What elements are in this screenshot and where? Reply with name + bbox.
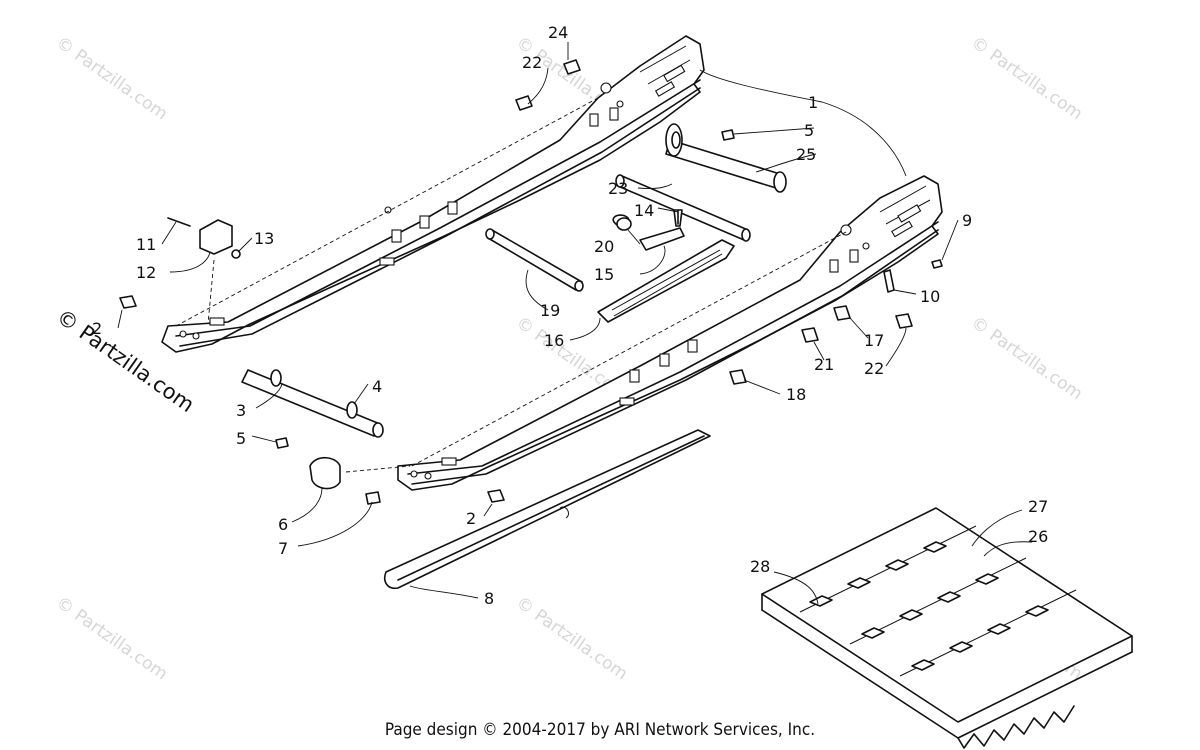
watermark-side: © Partzilla.com xyxy=(52,304,199,417)
callout-23: 23 xyxy=(608,179,628,198)
callout-11: 11 xyxy=(136,235,156,254)
callout-15: 15 xyxy=(594,265,614,284)
watermark: © Partzilla.com xyxy=(52,33,171,125)
track-section xyxy=(761,507,1133,749)
callout-10: 10 xyxy=(920,287,940,306)
callout-4: 4 xyxy=(372,377,382,396)
callout-7: 7 xyxy=(278,539,288,558)
callout-20: 20 xyxy=(594,237,614,256)
callout-8: 8 xyxy=(484,589,494,608)
right-rail xyxy=(397,175,943,491)
left-rail xyxy=(161,35,705,353)
callout-22: 22 xyxy=(522,53,542,72)
callout-26: 26 xyxy=(1028,527,1048,546)
watermark: © Partzilla.com xyxy=(967,313,1086,405)
callout-5: 5 xyxy=(804,121,814,140)
callout-2: 2 xyxy=(466,509,476,528)
callout-6: 6 xyxy=(278,515,288,534)
cross-shafts xyxy=(241,123,787,438)
callout-21: 21 xyxy=(814,355,834,374)
track-lugs xyxy=(809,541,1049,671)
callout-16: 16 xyxy=(544,331,564,350)
callout-19: 19 xyxy=(540,301,560,320)
footer-copyright: Page design © 2004-2017 by ARI Network S… xyxy=(384,720,816,740)
callout-3: 3 xyxy=(236,401,246,420)
wear-strip xyxy=(383,429,711,590)
watermark: © Partzilla.com xyxy=(967,33,1086,125)
callouts: 1 2 2 3 4 5 5 6 7 8 9 10 11 12 13 14 15 … xyxy=(92,23,1048,608)
callout-1: 1 xyxy=(808,93,818,112)
leader-lines xyxy=(117,42,1033,605)
callout-25: 25 xyxy=(796,145,816,164)
callout-28: 28 xyxy=(750,557,770,576)
watermark: © Partzilla.com xyxy=(512,593,631,685)
callout-27: 27 xyxy=(1028,497,1048,516)
watermark: © Partzilla.com xyxy=(52,593,171,685)
callout-5: 5 xyxy=(236,429,246,448)
callout-24: 24 xyxy=(548,23,568,42)
callout-22: 22 xyxy=(864,359,884,378)
callout-12: 12 xyxy=(136,263,156,282)
callout-14: 14 xyxy=(634,201,654,220)
callout-9: 9 xyxy=(962,211,972,230)
callout-2: 2 xyxy=(92,319,102,338)
callout-17: 17 xyxy=(864,331,884,350)
callout-18: 18 xyxy=(786,385,806,404)
callout-13: 13 xyxy=(254,229,274,248)
